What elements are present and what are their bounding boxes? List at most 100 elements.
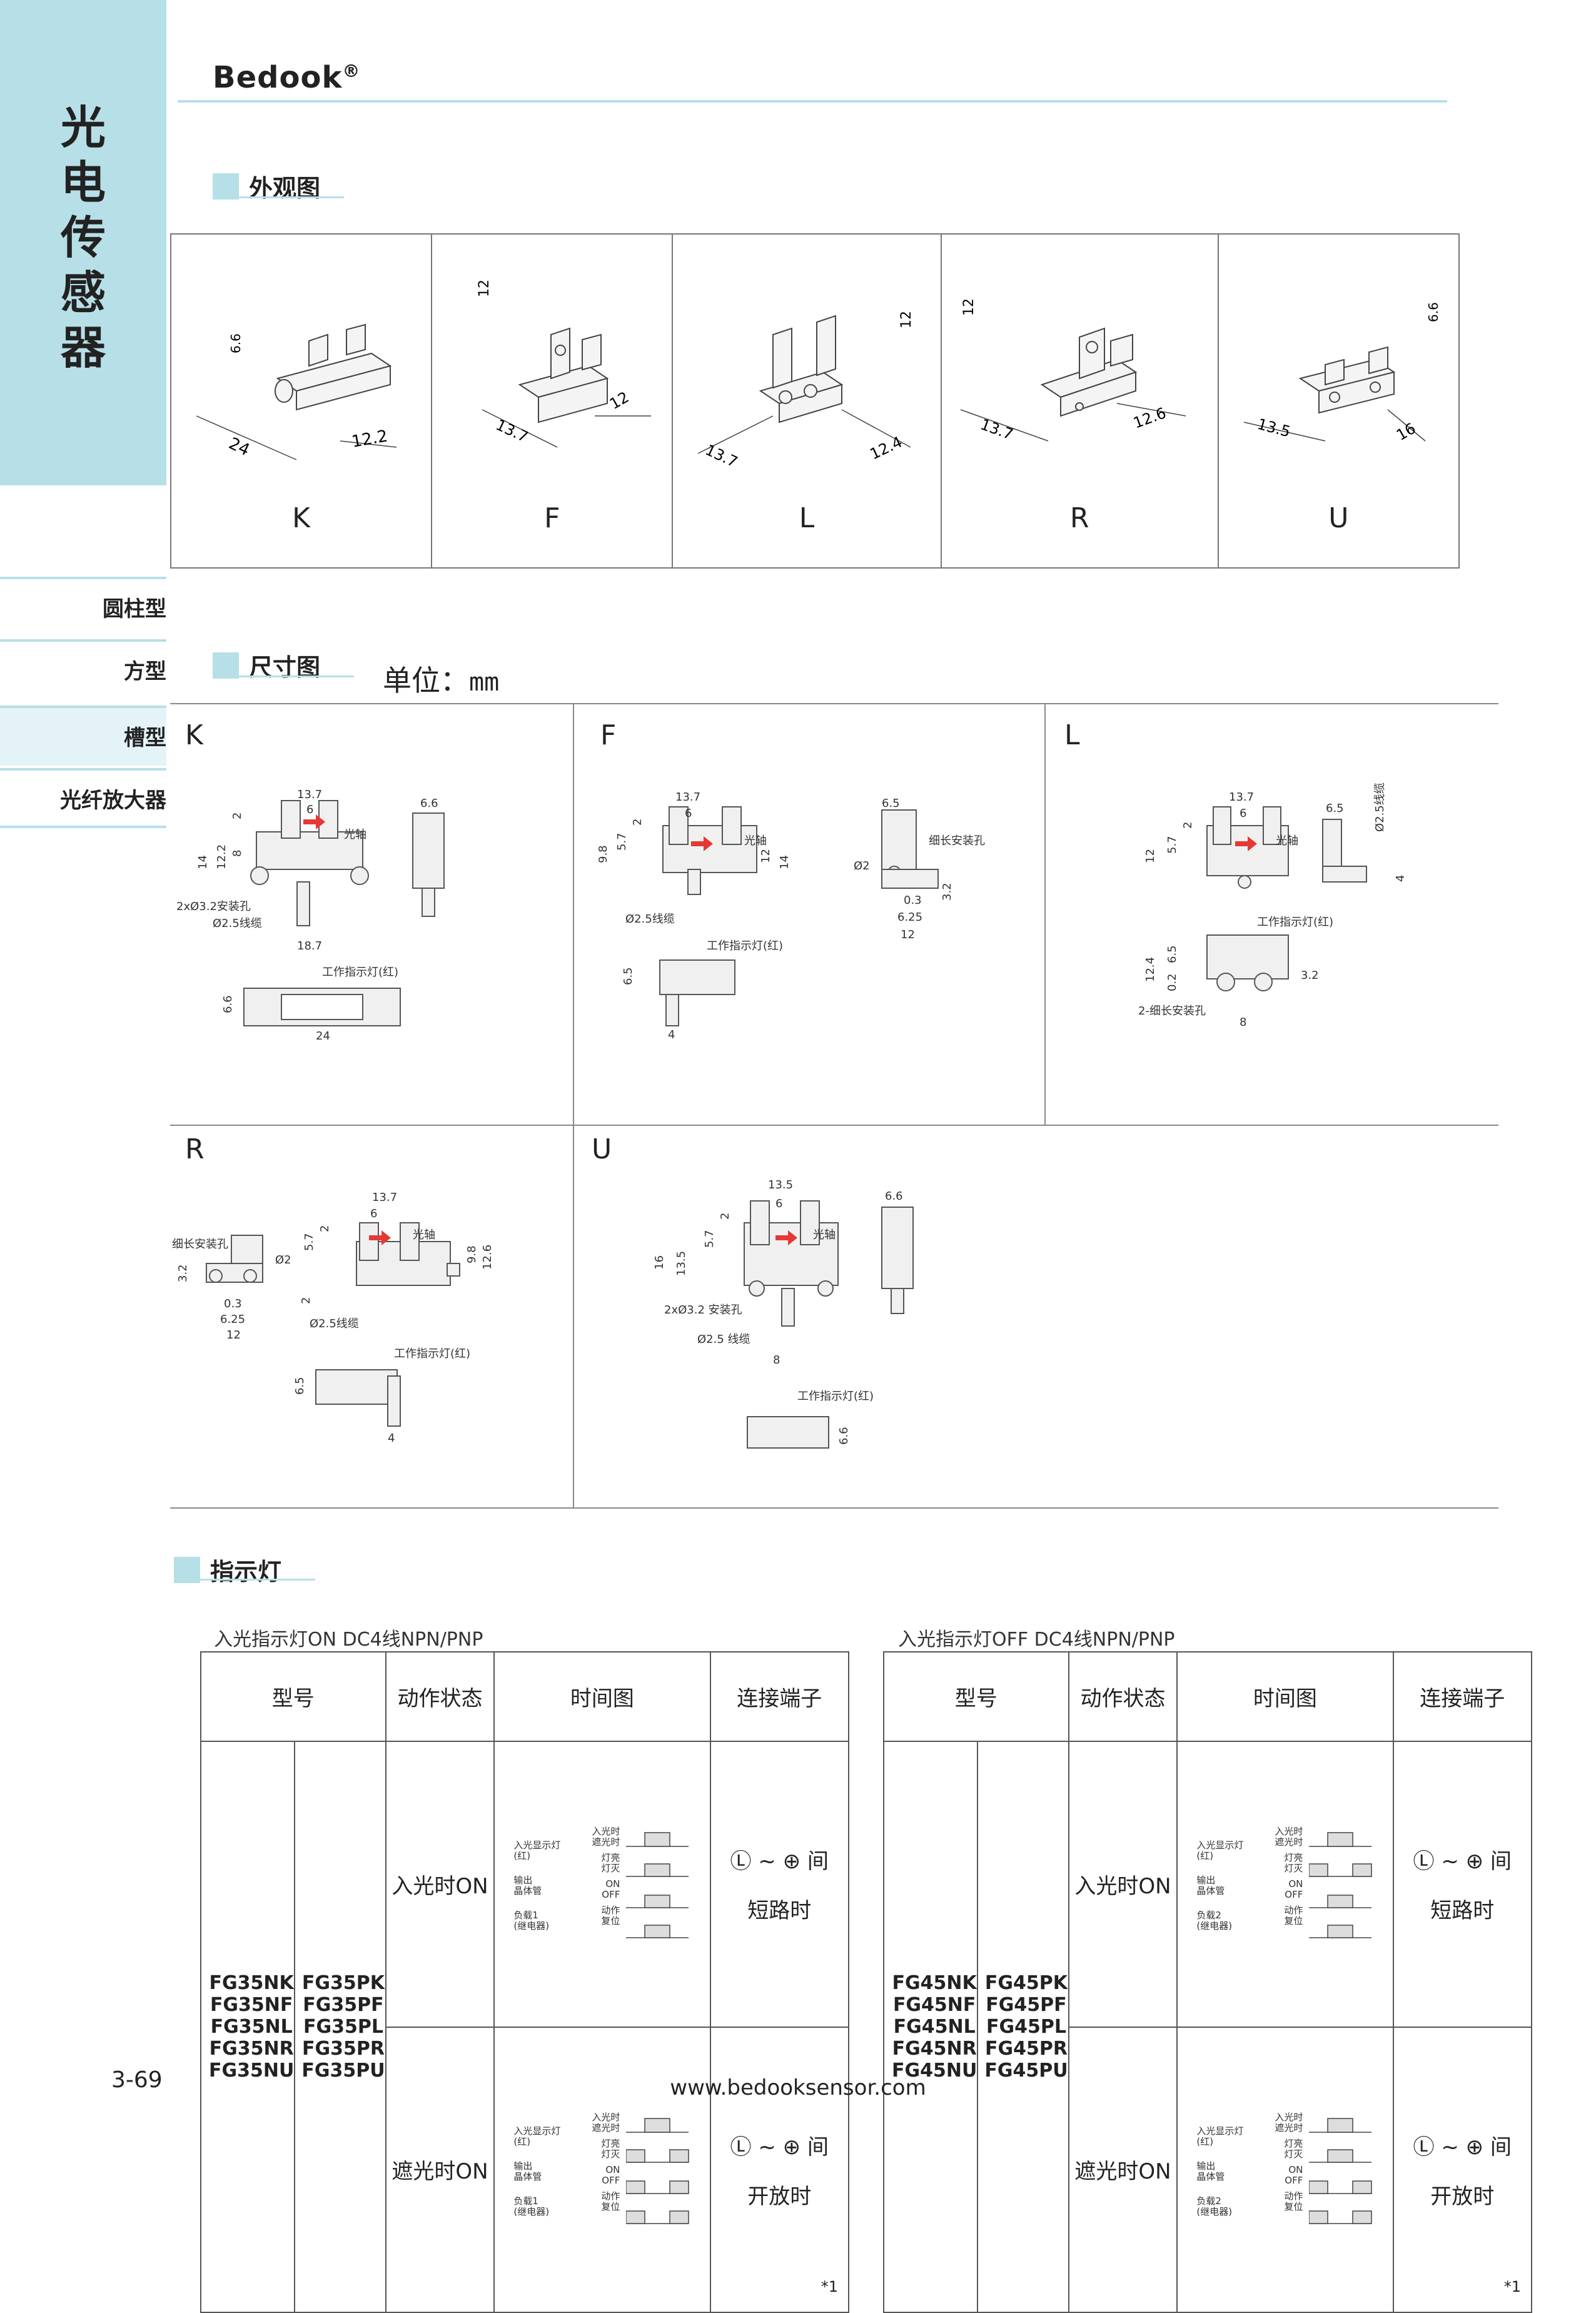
section-underline [213, 196, 344, 198]
svg-text:2xØ3.2 安装孔: 2xØ3.2 安装孔 [664, 1303, 742, 1317]
svg-text:9.8: 9.8 [597, 845, 610, 863]
svg-text:6.25: 6.25 [897, 911, 922, 924]
panel-label-l: L [1064, 719, 1080, 751]
timing-waveform [1309, 1832, 1373, 1939]
svg-text:13.5: 13.5 [1255, 415, 1292, 441]
svg-text:5.7: 5.7 [703, 1230, 716, 1248]
svg-text:9.8: 9.8 [465, 1245, 478, 1263]
svg-text:0.3: 0.3 [224, 1297, 242, 1310]
svg-text:12.2: 12.2 [215, 844, 228, 869]
panel-label-k: K [185, 719, 203, 751]
sensor-k-illustration: 24 12.2 6.6 [196, 323, 397, 460]
svg-text:2: 2 [300, 1297, 313, 1304]
appearance-table: 24 12.2 6.6 K 12 13.7 12 F [170, 233, 1460, 569]
action-state: 遮光时ON [1068, 2026, 1178, 2313]
svg-text:13.7: 13.7 [493, 416, 531, 446]
drawing-k: 13.7 6 6.6 光轴 2xØ3.2安装孔 Ø2.5线缆 18.7 工作指示… [176, 788, 445, 1043]
svg-text:4: 4 [668, 1028, 675, 1041]
sensor-u-illustration: 6.6 13.5 16 [1243, 302, 1441, 445]
section-heading-appearance: 外观图 [213, 169, 320, 202]
column-header: 动作状态 [385, 1651, 495, 1743]
svg-text:2: 2 [318, 1225, 331, 1232]
svg-text:13.5: 13.5 [675, 1251, 688, 1276]
column-header: 连接端子 [1392, 1651, 1532, 1743]
svg-text:6.6: 6.6 [837, 1427, 851, 1445]
svg-text:13.7: 13.7 [675, 791, 700, 804]
svg-text:6.6: 6.6 [885, 1190, 903, 1203]
sensor-l-illustration: 12 13.7 12.4 [698, 311, 914, 471]
svg-text:3.2: 3.2 [941, 883, 954, 901]
svg-text:6.25: 6.25 [220, 1313, 245, 1326]
svg-text:24: 24 [226, 434, 253, 460]
nav-item-cylindrical[interactable]: 圆柱型 [0, 577, 166, 637]
svg-text:2: 2 [631, 819, 644, 826]
svg-text:13.7: 13.7 [1229, 791, 1254, 804]
svg-text:6.6: 6.6 [420, 797, 438, 810]
timing-waveform [626, 1832, 689, 1939]
drawing-l: 13.7 6 光轴 Ø2.5线缆 工作指示灯(红) 2-细长安装孔 6.5 4 … [1138, 782, 1407, 1029]
svg-text:6.6: 6.6 [228, 333, 243, 353]
nav-item-slot[interactable]: 槽型 [0, 706, 166, 766]
nav-item-fiber-amplifier[interactable]: 光纤放大器 [0, 768, 166, 828]
svg-text:4: 4 [1394, 875, 1407, 882]
page-number: 3-69 [111, 2067, 163, 2093]
svg-text:8: 8 [773, 1354, 780, 1367]
svg-text:8: 8 [1240, 1016, 1246, 1029]
appearance-cell-u: 6.6 13.5 16 U [1219, 235, 1458, 567]
appearance-cell-f: 12 13.7 12 F [432, 235, 674, 567]
nav-item-square[interactable]: 方型 [0, 639, 166, 699]
svg-text:工作指示灯(红): 工作指示灯(红) [322, 966, 398, 979]
svg-text:2: 2 [719, 1213, 732, 1220]
panel-label-f: F [600, 719, 617, 751]
svg-text:Ø2: Ø2 [275, 1253, 291, 1267]
svg-text:5.7: 5.7 [303, 1233, 316, 1251]
svg-text:2xØ3.2安装孔: 2xØ3.2安装孔 [176, 900, 251, 913]
grid-line [573, 703, 574, 1509]
svg-text:光轴: 光轴 [344, 828, 366, 841]
svg-text:16: 16 [1393, 420, 1418, 445]
svg-text:24: 24 [316, 1030, 330, 1043]
action-state: 入光时ON [385, 1741, 495, 2028]
appearance-cell-r: 12 13.7 12.6 R [942, 235, 1219, 567]
footer-url[interactable]: www.bedooksensor.com [670, 2075, 926, 2100]
grid-line [170, 1125, 1498, 1126]
svg-text:Ø2: Ø2 [854, 859, 870, 873]
section-marker [213, 652, 239, 679]
svg-text:6.6: 6.6 [1426, 302, 1441, 322]
grid-line [170, 1507, 1498, 1509]
svg-text:Ø2.5线缆: Ø2.5线缆 [213, 917, 262, 930]
appearance-cell-k: 24 12.2 6.6 K [171, 235, 433, 567]
svg-text:工作指示灯(红): 工作指示灯(红) [1257, 916, 1333, 929]
svg-text:6.5: 6.5 [1166, 945, 1179, 963]
svg-text:12.6: 12.6 [1131, 404, 1168, 432]
svg-text:2-细长安装孔: 2-细长安装孔 [1138, 1005, 1206, 1018]
svg-text:12.4: 12.4 [1144, 957, 1157, 982]
svg-text:6.5: 6.5 [622, 967, 635, 985]
svg-text:12: 12 [759, 849, 772, 863]
svg-text:6.6: 6.6 [221, 995, 235, 1013]
section-heading-dimensions: 尺寸图 [213, 648, 320, 681]
svg-text:6: 6 [1240, 807, 1246, 820]
svg-text:0.3: 0.3 [904, 894, 922, 907]
section-marker [213, 173, 239, 200]
drawing-r: 13.7 6 光轴 细长安装孔 Ø2 Ø2.5线缆 工作指示灯(红) 5.7 2… [172, 1191, 494, 1445]
svg-text:6.5: 6.5 [293, 1377, 306, 1395]
svg-text:6: 6 [370, 1207, 377, 1220]
svg-text:3.2: 3.2 [176, 1264, 189, 1282]
svg-text:6.5: 6.5 [1326, 802, 1344, 815]
svg-text:Ø2.5线缆: Ø2.5线缆 [1373, 782, 1386, 832]
sidebar-category-title: 光 电 传 感 器 [60, 101, 106, 374]
svg-text:6: 6 [685, 807, 692, 820]
svg-text:5.7: 5.7 [1166, 836, 1179, 854]
svg-text:光轴: 光轴 [744, 834, 767, 848]
terminal-cell: Ⓛ ~ ⊕ 间短路时 [1392, 1741, 1532, 2028]
table-caption: 入光指示灯OFF DC4线NPN/PNP [898, 1629, 1175, 1651]
svg-text:18.7: 18.7 [297, 939, 322, 953]
